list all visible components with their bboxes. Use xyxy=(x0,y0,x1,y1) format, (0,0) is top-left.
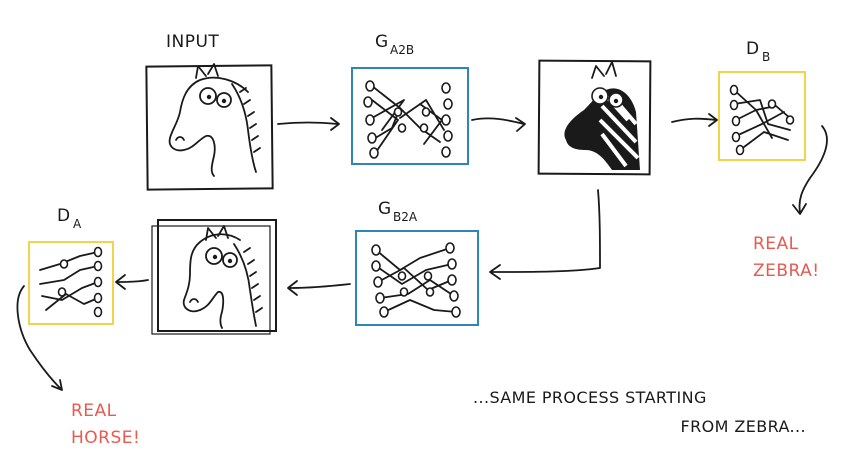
network-icon xyxy=(729,84,795,156)
verdict-zebra-line1: REAL xyxy=(753,234,799,254)
arrow-zebra-to-db xyxy=(671,117,717,123)
gb2a-label-sub: B2A xyxy=(393,210,418,224)
arrow-db-to-verdict xyxy=(798,125,828,213)
network-icon xyxy=(371,242,461,318)
da-label-main: D xyxy=(57,206,71,226)
verdict-horse-line1: REAL xyxy=(71,401,117,421)
db-label-sub: B xyxy=(762,50,770,64)
arrow-input-to-ga2b xyxy=(277,121,339,125)
zebra-panel xyxy=(537,59,652,176)
note-line2: FROM ZEBRA... xyxy=(681,417,806,436)
arrow-gb2a-to-horse xyxy=(289,283,351,289)
horse-icon xyxy=(168,63,261,177)
generator-b2a-panel xyxy=(355,230,479,326)
arrow-ga2b-to-zebra xyxy=(471,117,525,125)
discriminator-a-panel xyxy=(28,241,114,325)
arrow-horse-to-da xyxy=(117,279,149,283)
da-label-sub: A xyxy=(73,217,82,231)
db-label-main: D xyxy=(746,39,760,59)
horse-icon xyxy=(182,225,263,329)
network-icon xyxy=(363,80,453,159)
gb2a-label-main: G xyxy=(378,199,392,219)
verdict-horse-line2: HORSE! xyxy=(71,428,140,448)
ga2b-label-sub: A2B xyxy=(390,43,414,57)
ga2b-label-main: G xyxy=(375,32,389,52)
generator-a2b-panel xyxy=(351,67,469,165)
input-horse-panel xyxy=(145,63,274,191)
note-line1: ...SAME PROCESS STARTING xyxy=(473,388,707,407)
arrow-zebra-to-gb2a xyxy=(491,189,601,273)
verdict-zebra-line2: ZEBRA! xyxy=(753,261,820,281)
network-icon xyxy=(39,246,103,318)
input-label: INPUT xyxy=(166,32,219,52)
discriminator-b-panel xyxy=(718,71,806,161)
zebra-icon xyxy=(564,61,640,170)
arrow-da-to-verdict xyxy=(16,285,61,389)
reconstructed-horse-panel xyxy=(151,219,277,335)
